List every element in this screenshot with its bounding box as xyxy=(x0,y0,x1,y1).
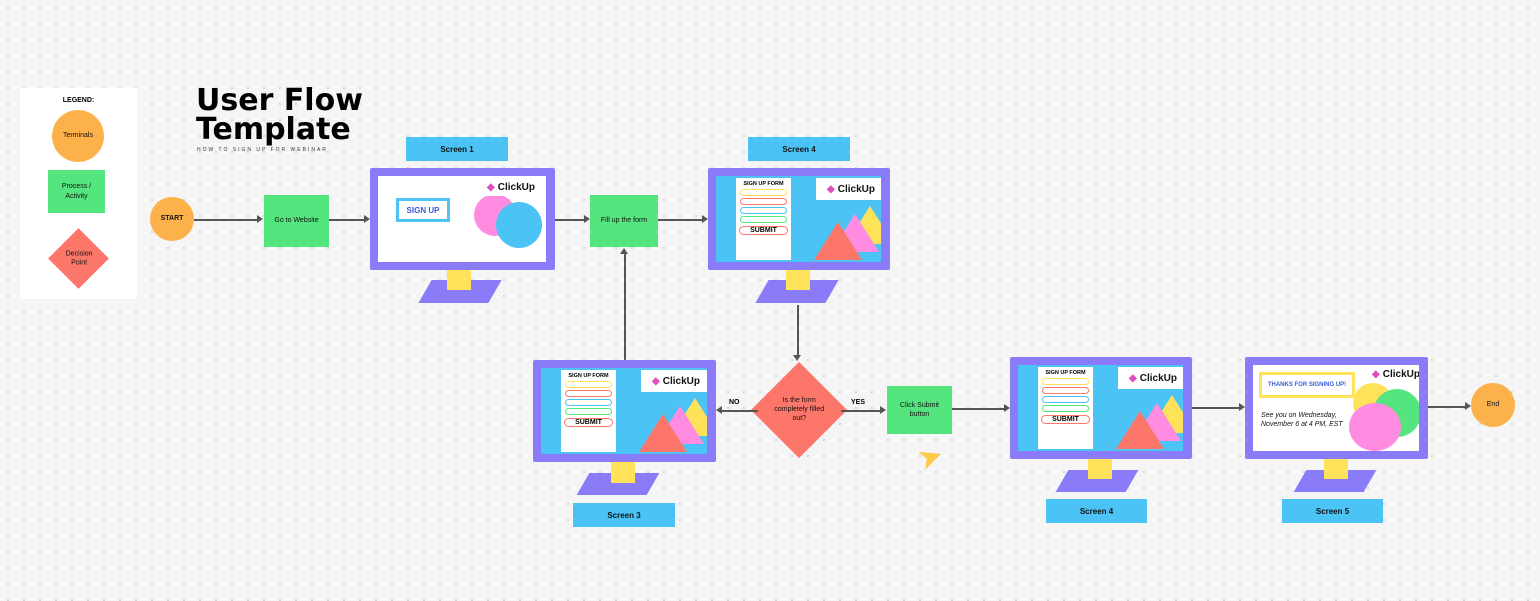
go-to-website-node[interactable]: Go to Website xyxy=(264,195,329,247)
connector xyxy=(1192,407,1239,409)
screen-1-monitor: SIGN UP ◆ClickUp xyxy=(370,168,555,270)
sign-up-button-mock: SIGN UP xyxy=(396,198,450,222)
arrowhead xyxy=(793,355,801,361)
screen-1-label: Screen 1 xyxy=(406,137,508,161)
monitor-stand xyxy=(447,268,471,290)
start-node[interactable]: START xyxy=(150,197,194,241)
arrowhead xyxy=(1004,404,1010,412)
connector xyxy=(555,219,584,221)
screen-4-label-top: Screen 4 xyxy=(748,137,850,161)
screen-5-monitor: THANKS FOR SIGNING UP! See you on Wednes… xyxy=(1245,357,1428,459)
arrowhead xyxy=(716,406,722,414)
fill-form-node[interactable]: Fill up the form xyxy=(590,195,658,247)
clickup-logo: ◆ClickUp xyxy=(816,178,881,200)
legend-heading: LEGEND: xyxy=(62,97,95,104)
monitor-stand xyxy=(1088,457,1112,479)
legend-panel: LEGEND: Terminals Process / Activity Dec… xyxy=(20,88,137,299)
connector xyxy=(952,408,1004,410)
legend-process: Process / Activity xyxy=(48,170,105,213)
connector xyxy=(1428,406,1465,408)
no-label: NO xyxy=(729,399,740,406)
thanks-banner: THANKS FOR SIGNING UP! xyxy=(1259,372,1355,398)
click-submit-node[interactable]: Click Submit button xyxy=(887,386,952,434)
arrowhead xyxy=(257,215,263,223)
arrowhead xyxy=(1465,402,1471,410)
clickup-logo: ◆ClickUp xyxy=(1372,368,1419,380)
legend-decision-label: Decision Point xyxy=(65,250,92,267)
yes-label: YES xyxy=(851,399,866,406)
clickup-logo: ◆ClickUp xyxy=(641,370,707,392)
screen-3-label: Screen 3 xyxy=(573,503,675,527)
legend-process-label: Process / Activity xyxy=(61,183,92,200)
arrowhead xyxy=(702,215,708,223)
screen-5-label: Screen 5 xyxy=(1282,499,1383,523)
arrowhead xyxy=(880,406,886,414)
clickup-logo: ◆ClickUp xyxy=(478,178,544,196)
screen-4-label-bottom: Screen 4 xyxy=(1046,499,1147,523)
event-details: See you on Wednesday, November 6 at 4 PM… xyxy=(1261,412,1343,429)
monitor-stand xyxy=(611,461,635,483)
clickup-logo: ◆ClickUp xyxy=(1118,367,1183,389)
end-node[interactable]: End xyxy=(1471,383,1515,427)
connector xyxy=(194,219,258,221)
connector xyxy=(722,410,758,412)
page-subtitle: HOW TO SIGN UP FOR WEBINAR xyxy=(197,147,328,153)
legend-decision: Decision Point xyxy=(48,228,109,289)
arrowhead xyxy=(620,248,628,254)
connector xyxy=(329,219,365,221)
legend-terminal: Terminals xyxy=(52,110,104,162)
decision-node[interactable]: Is the form completely filled out? xyxy=(750,361,848,459)
monitor-stand xyxy=(1324,457,1348,479)
connector xyxy=(624,253,626,360)
connector xyxy=(658,219,702,221)
cursor-icon: ➤ xyxy=(913,437,949,478)
arrowhead xyxy=(1239,403,1245,411)
connector xyxy=(841,410,881,412)
arrowhead xyxy=(584,215,590,223)
monitor-stand xyxy=(786,268,810,290)
connector xyxy=(797,305,799,355)
legend-terminal-label: Terminals xyxy=(63,132,93,140)
arrowhead xyxy=(364,215,370,223)
